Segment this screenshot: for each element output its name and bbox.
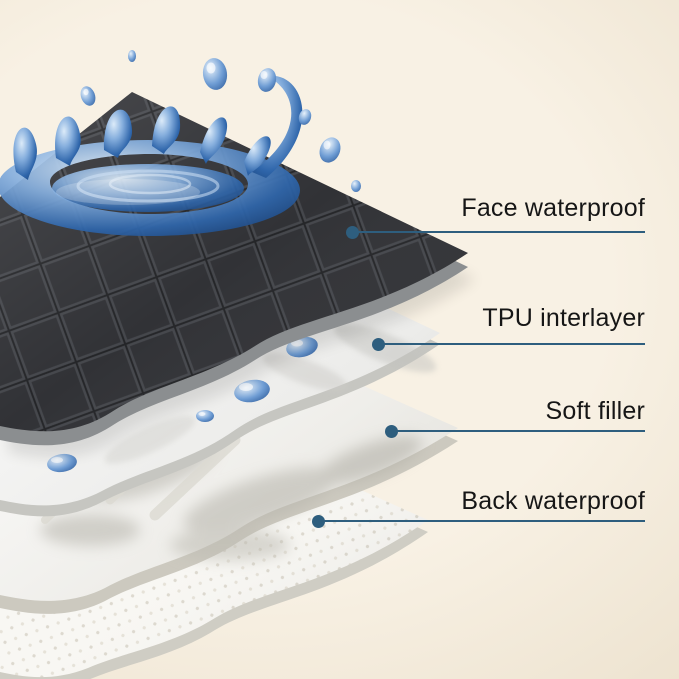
callout-label-face-waterproof: Face waterproof (461, 194, 645, 222)
callout-line-back-waterproof (318, 520, 645, 522)
callout-label-tpu-interlayer: TPU interlayer (482, 304, 645, 332)
callout-line-soft-filler (391, 430, 645, 432)
callout-label-soft-filler: Soft filler (545, 397, 645, 425)
tpu-marbling (104, 323, 437, 464)
callout-label-back-waterproof: Back waterproof (461, 487, 645, 515)
water-splash (0, 75, 303, 236)
splash-crown-spikes (13, 75, 303, 180)
callout-line-face-waterproof (352, 231, 645, 233)
callout-line-tpu-interlayer (378, 343, 645, 345)
water-droplets (80, 50, 361, 192)
